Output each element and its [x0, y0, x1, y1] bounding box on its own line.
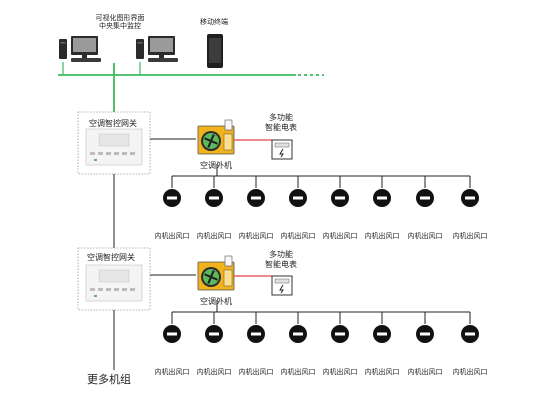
- indoor-outlet-label: 内机出风口: [238, 368, 274, 376]
- group-1-gateway-top-block: [98, 133, 130, 147]
- group-1-gateway-terminal: [122, 152, 127, 155]
- computer-1-tower-slot: [60, 42, 66, 44]
- group-1-gateway-led: [94, 159, 97, 161]
- group-2-gateway-terminal: [130, 288, 135, 291]
- meter-2-line2: 智能电表: [265, 260, 297, 269]
- computer-1-screen: [73, 38, 96, 52]
- indoor-outlet-slot: [209, 332, 219, 336]
- gateway-2-label: 空调智控网关: [87, 253, 135, 262]
- indoor-outlet-slot: [465, 196, 475, 200]
- group-2-outdoor-fan-blade: [210, 276, 218, 281]
- group-2-outdoor-unit-panel: [223, 269, 233, 287]
- group-1-outdoor-fan-blade: [207, 140, 212, 148]
- indoor-outlet-label: 内机出风口: [154, 368, 190, 376]
- indoor-outlet-label: 内机出风口: [407, 368, 443, 376]
- indoor-outlet-label: 内机出风口: [196, 368, 232, 376]
- indoor-outlet-slot: [251, 196, 261, 200]
- group-2-outdoor-fan-blade: [207, 276, 212, 284]
- group-2-gateway-terminal: [98, 288, 103, 291]
- group-1-outdoor-unit-panel: [223, 133, 233, 151]
- meter-2-label: 多功能 智能电表: [258, 250, 304, 270]
- group-1-gateway-terminal: [130, 152, 135, 155]
- indoor-outlet-label: 内机出风口: [322, 232, 358, 240]
- computer-2-stand: [159, 55, 164, 58]
- outdoor-unit-2-label: 空调外机: [200, 297, 232, 306]
- indoor-outlet-label: 内机出风口: [280, 232, 316, 240]
- mobile-phone-screen: [209, 38, 221, 63]
- indoor-outlet-slot: [377, 196, 387, 200]
- group-1-outdoor-fan-blade: [210, 140, 218, 145]
- group-2-outdoor-unit-box: [224, 255, 233, 267]
- group-2-gateway-terminal: [114, 288, 119, 291]
- group-2-outdoor-fan-blade: [210, 270, 215, 278]
- group-1-gateway-terminal: [114, 152, 119, 155]
- indoor-outlet-slot: [335, 332, 345, 336]
- group-2-smart-meter-bolt: [279, 284, 284, 294]
- group-2-gateway-led: [94, 295, 97, 297]
- computer-1-tower: [59, 39, 67, 59]
- indoor-outlet-label: 内机出风口: [322, 368, 358, 376]
- more-units-label: 更多机组: [87, 373, 131, 386]
- indoor-outlet-label: 内机出风口: [364, 232, 400, 240]
- group-1-gateway-frame: [77, 111, 151, 175]
- meter-1-line2: 智能电表: [265, 123, 297, 132]
- indoor-outlet-label: 内机出风口: [196, 232, 232, 240]
- group-2-smart-meter-display: [274, 278, 290, 284]
- computer-2-keyboard: [148, 58, 178, 62]
- computer-2-tower: [136, 39, 144, 59]
- visual-ui-line1: 可视化图形界面: [95, 14, 145, 22]
- gateway-1-label: 空调智控网关: [89, 119, 137, 128]
- visual-ui-line2: 中央集中监控: [99, 22, 141, 30]
- group-1-outdoor-unit-box: [224, 119, 233, 131]
- computer-2-screen: [150, 38, 173, 52]
- indoor-outlet-label: 内机出风口: [280, 368, 316, 376]
- computer-1-stand: [82, 55, 87, 58]
- group-1-outdoor-fan-blade: [204, 137, 212, 142]
- visual-ui-label: 可视化图形界面 中央集中监控: [85, 14, 155, 30]
- indoor-outlet-slot: [420, 332, 430, 336]
- group-2-gateway-terminal: [90, 288, 95, 291]
- group-1-gateway-terminal: [98, 152, 103, 155]
- indoor-outlet-slot: [167, 196, 177, 200]
- group-1-outdoor-fan-blade: [210, 134, 215, 142]
- indoor-outlet-slot: [465, 332, 475, 336]
- outdoor-unit-1-label: 空调外机: [200, 161, 232, 170]
- mobile-terminal-label: 移动终端: [200, 18, 228, 26]
- computer-1-keyboard: [71, 58, 101, 62]
- group-1-smart-meter-bolt: [279, 148, 284, 158]
- indoor-outlet-slot: [293, 332, 303, 336]
- group-2-gateway-terminal: [122, 288, 127, 291]
- group-1-gateway-terminal: [90, 152, 95, 155]
- indoor-outlet-label: 内机出风口: [154, 232, 190, 240]
- group-2-gateway-top-block: [98, 269, 130, 283]
- indoor-outlet-slot: [293, 196, 303, 200]
- meter-1-label: 多功能 智能电表: [258, 113, 304, 133]
- indoor-outlet-slot: [335, 196, 345, 200]
- group-2-gateway-frame: [77, 247, 151, 311]
- indoor-outlet-slot: [420, 196, 430, 200]
- group-2-gateway-terminal: [106, 288, 111, 291]
- computer-2-tower-slot: [137, 42, 143, 44]
- indoor-outlet-label: 内机出风口: [364, 368, 400, 376]
- group-1-smart-meter-display: [274, 142, 290, 148]
- meter-1-line1: 多功能: [269, 113, 293, 122]
- indoor-outlet-label: 内机出风口: [407, 232, 443, 240]
- indoor-outlet-label: 内机出风口: [452, 368, 488, 376]
- indoor-outlet-slot: [209, 196, 219, 200]
- indoor-outlet-label: 内机出风口: [452, 232, 488, 240]
- group-2-outdoor-fan-blade: [204, 273, 212, 278]
- indoor-outlet-label: 内机出风口: [238, 232, 274, 240]
- indoor-outlet-slot: [251, 332, 261, 336]
- group-1-gateway-terminal: [106, 152, 111, 155]
- indoor-outlet-slot: [377, 332, 387, 336]
- indoor-outlet-slot: [167, 332, 177, 336]
- meter-2-line1: 多功能: [269, 250, 293, 259]
